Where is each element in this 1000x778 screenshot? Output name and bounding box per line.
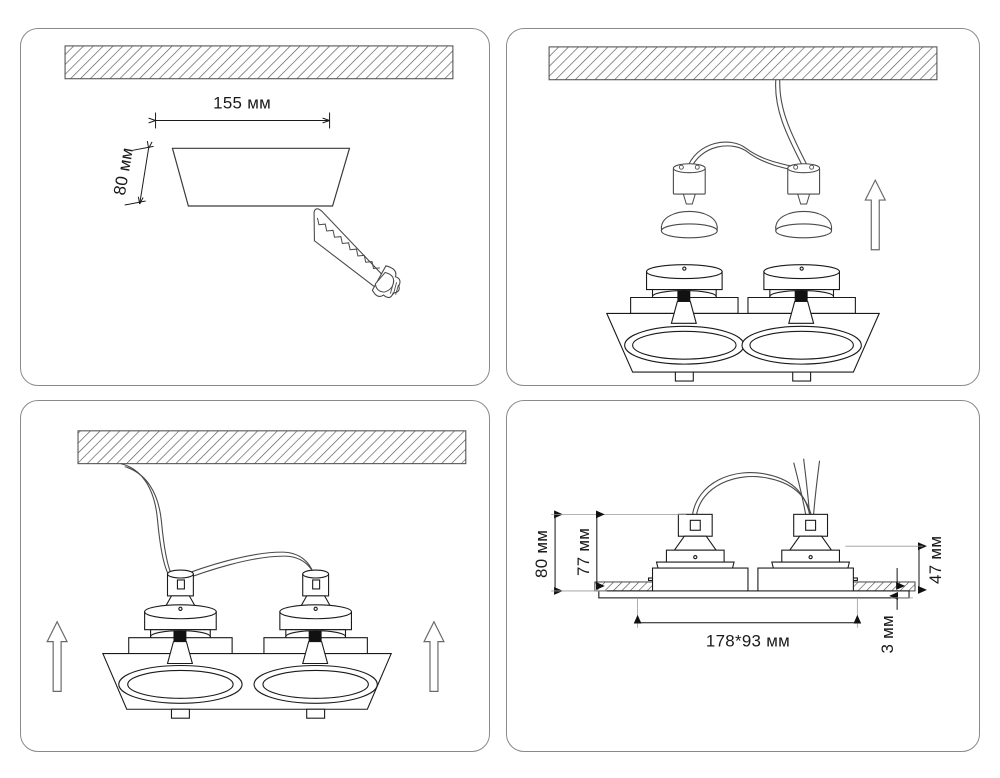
dimension-47mm: 47 мм: [845, 536, 945, 594]
panel-lamp-wiring-step: [506, 28, 980, 386]
dimension-label-155: 155 мм: [213, 94, 271, 113]
fixture-body: [605, 264, 881, 382]
panel-3-drawing: [46, 430, 467, 719]
arrow-up-icon: [864, 178, 887, 251]
dimension-label-80: 80 мм: [110, 146, 137, 197]
dimension-178x93mm: 178*93 мм: [633, 597, 862, 651]
supply-cable: [691, 458, 821, 517]
fixture-section: [598, 513, 910, 599]
dimension-label-178x93: 178*93 мм: [706, 632, 790, 651]
lamp-right: [775, 163, 833, 239]
panel-installed-dimensions-step: 80 мм 77 мм 178*93 мм 47 мм: [506, 400, 980, 752]
dimension-label-47: 47 мм: [926, 536, 945, 584]
fixture-assembled: [102, 569, 393, 719]
panel-1-drawing: 155 мм 80 мм: [64, 45, 454, 299]
dimension-3mm: 3 мм: [878, 568, 914, 654]
dimension-label-77: 77 мм: [574, 528, 593, 576]
ceiling-section-hatched: [594, 581, 916, 592]
panel-4-drawing: 80 мм 77 мм 178*93 мм 47 мм: [532, 458, 945, 654]
hand-saw-icon: [313, 208, 401, 299]
supply-cable: [775, 79, 809, 167]
arrow-up-icon-right: [423, 620, 445, 692]
panel-ceiling-cutout-step: 155 мм 80 мм: [20, 28, 490, 386]
lamp-link-cable: [175, 551, 317, 583]
ceiling-slab-hatched: [548, 46, 938, 81]
ceiling-slab-hatched: [64, 45, 454, 80]
panel-2-drawing: [548, 46, 938, 382]
dimension-label-80: 80 мм: [532, 530, 551, 578]
panel-fixture-insertion-step: [20, 400, 490, 752]
lamp-left: [660, 163, 718, 239]
width-dimension: 155 мм: [148, 94, 331, 129]
lamp-link-cable: [685, 141, 804, 173]
dimension-label-3: 3 мм: [878, 615, 897, 654]
cutout-trapezoid: [171, 147, 351, 207]
ceiling-slab-hatched: [77, 430, 467, 465]
dimension-80mm: 80 мм: [532, 510, 687, 595]
dimension-77mm: 77 мм: [574, 510, 605, 590]
arrow-up-icon-left: [46, 620, 69, 692]
supply-cable: [120, 463, 175, 581]
depth-dimension: 80 мм: [110, 140, 154, 206]
